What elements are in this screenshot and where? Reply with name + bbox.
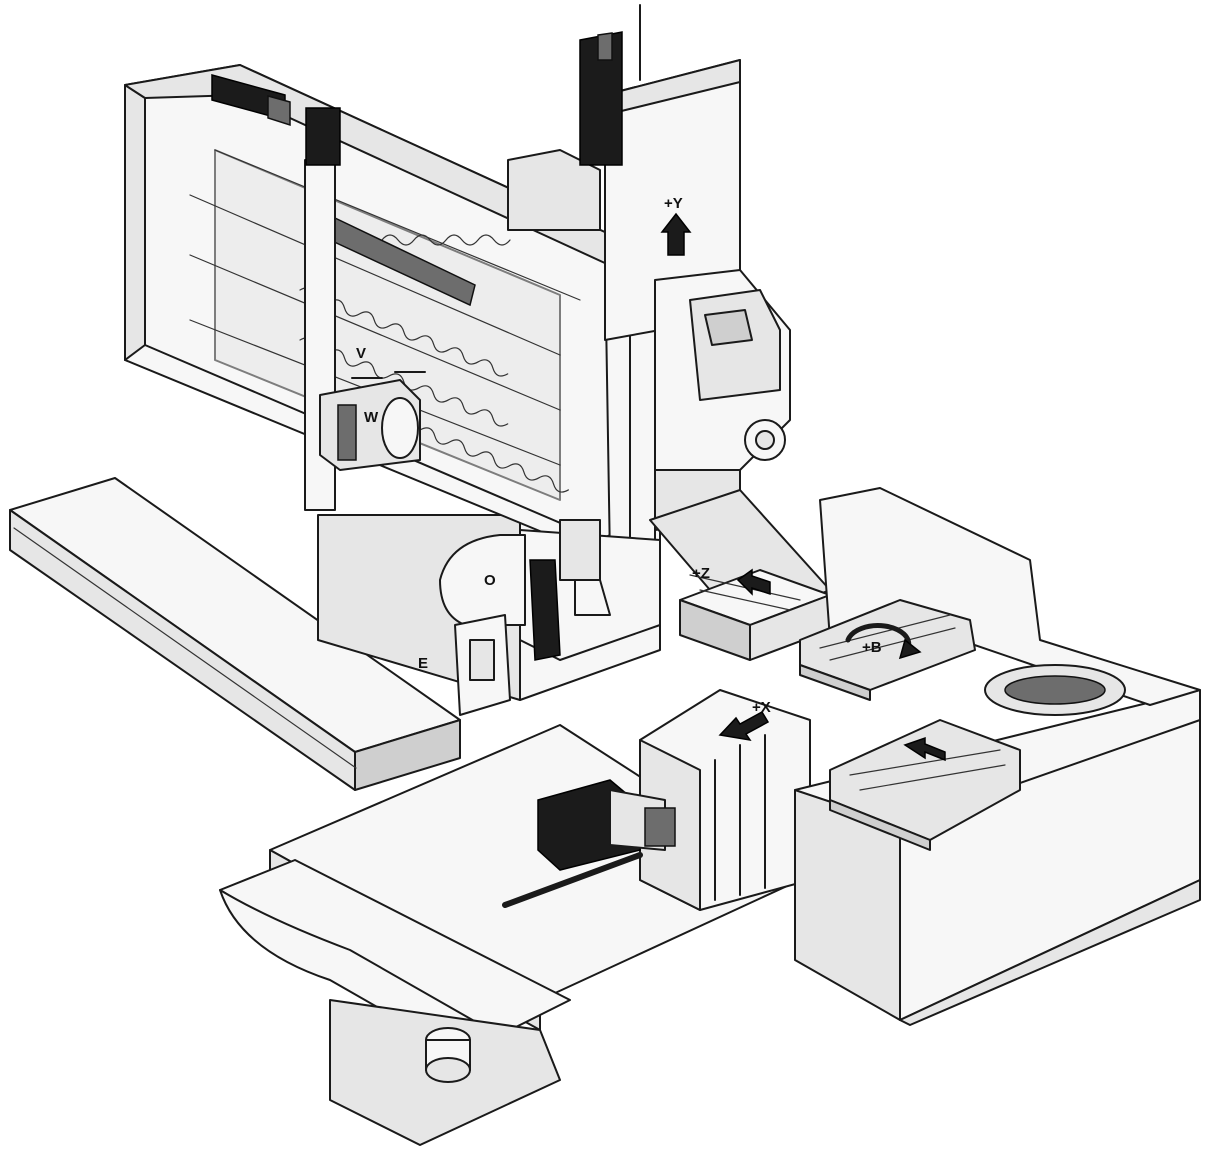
o-label: O (484, 572, 496, 589)
b-axis-label: +B (862, 639, 882, 656)
w-axis-label: W (364, 409, 379, 426)
pallet-changer (794, 487, 1201, 1026)
e-label: E (418, 655, 428, 672)
z-axis-label: +Z (692, 565, 710, 582)
spindle-head (654, 269, 791, 531)
x-axis-label: +X (752, 699, 771, 716)
front-base-platform (219, 724, 801, 1146)
tool-changer-carriage (319, 371, 426, 471)
left-base-rail (9, 477, 461, 791)
v-axis-label: V (356, 345, 366, 362)
tool-change-arm (439, 519, 661, 716)
x-axis-carriage (502, 689, 811, 911)
z-axis-slide (649, 489, 831, 661)
tool-magazine-frame (124, 64, 656, 561)
y-axis-label: +Y (664, 195, 683, 212)
machine-column (507, 4, 741, 341)
